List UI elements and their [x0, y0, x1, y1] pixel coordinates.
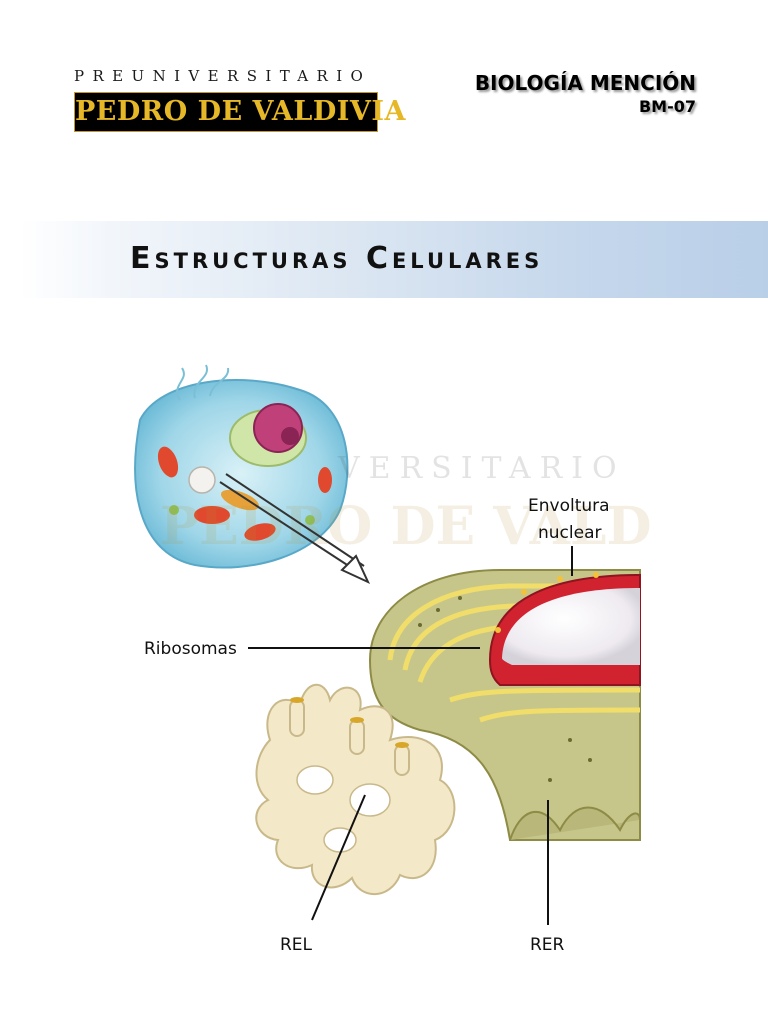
- envoltura-nuclear-callout: Envoltura nuclear: [528, 496, 610, 576]
- subject-title: BIOLOGÍA MENCIÓN: [474, 71, 696, 95]
- label-envoltura-line1: Envoltura: [528, 496, 610, 516]
- cell-overview: [134, 364, 349, 569]
- rer-callout: RER: [530, 800, 565, 955]
- svg-text:VERSITARIO: VERSITARIO: [337, 451, 626, 486]
- subject-header: BIOLOGÍA MENCIÓN BM-07: [475, 70, 696, 118]
- title-banner: Estructuras Celulares: [20, 221, 768, 298]
- institution-logo: PREUNIVERSITARIO PEDRO DE VALDIVIA: [74, 66, 405, 132]
- label-ribosomas: Ribosomas: [144, 639, 237, 659]
- subject-code: BM-07: [638, 97, 696, 116]
- logo-top-text: PREUNIVERSITARIO: [74, 67, 372, 85]
- svg-text:PEDRO DE VALDIVIA: PEDRO DE VALDIVIA: [160, 496, 650, 557]
- zoom-arrow: [219, 473, 371, 585]
- label-rer: RER: [530, 935, 565, 955]
- ribosomas-callout: Ribosomas: [144, 639, 480, 659]
- watermark-logo: VERSITARIO PEDRO DE VALDIVIA: [160, 451, 650, 557]
- logo-main-box: PEDRO DE VALDIVIA: [74, 92, 405, 132]
- cell-illustration-svg: VERSITARIO PEDRO DE VALDIVIA: [134, 364, 650, 955]
- logo-main-text: PEDRO DE VALDIVIA: [75, 96, 406, 127]
- label-envoltura-line2: nuclear: [538, 523, 601, 543]
- label-rel: REL: [280, 935, 313, 955]
- page-title: Estructuras Celulares: [130, 241, 544, 276]
- leader-line-rel: [311, 794, 366, 921]
- nucleus-illustration: [488, 572, 641, 686]
- rel-callout: REL: [280, 794, 366, 955]
- cell-structure-illustration: VERSITARIO PEDRO DE VALDIVIA: [120, 360, 650, 960]
